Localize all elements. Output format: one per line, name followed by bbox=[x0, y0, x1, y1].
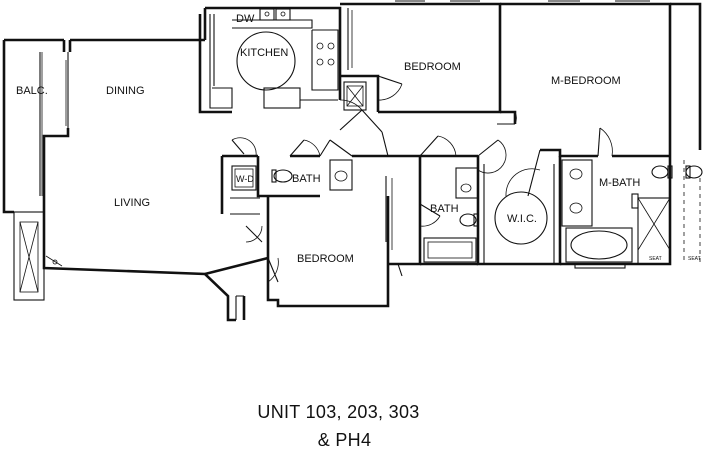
room-labels: BALC. DINING KITCHEN DW BEDROOM M-BEDROO… bbox=[16, 13, 701, 265]
label-walk-in-closet: W.I.C. bbox=[507, 213, 537, 225]
label-seat-1: SEAT bbox=[649, 256, 662, 262]
label-bedroom-bottom: BEDROOM bbox=[297, 253, 354, 265]
unit-caption-line-1: UNIT 103, 203, 303 bbox=[257, 402, 420, 422]
label-dining: DINING bbox=[106, 85, 145, 97]
label-bath-1: BATH bbox=[292, 173, 321, 185]
label-dishwasher: DW bbox=[236, 13, 255, 25]
label-balcony: BALC. bbox=[16, 85, 48, 97]
unit-caption-line-2: & PH4 bbox=[317, 430, 372, 450]
label-washer-dryer: W-D bbox=[236, 174, 254, 184]
label-master-bath: M-BATH bbox=[599, 177, 640, 189]
label-bedroom-top: BEDROOM bbox=[404, 61, 461, 73]
interior-details bbox=[13, 0, 703, 301]
label-seat-2: SEAT bbox=[688, 256, 701, 262]
label-bath-2: BATH bbox=[430, 203, 459, 215]
label-master-bedroom: M-BEDROOM bbox=[551, 75, 621, 87]
label-living: LIVING bbox=[114, 197, 150, 209]
label-kitchen: KITCHEN bbox=[240, 47, 288, 59]
doors bbox=[231, 75, 613, 320]
